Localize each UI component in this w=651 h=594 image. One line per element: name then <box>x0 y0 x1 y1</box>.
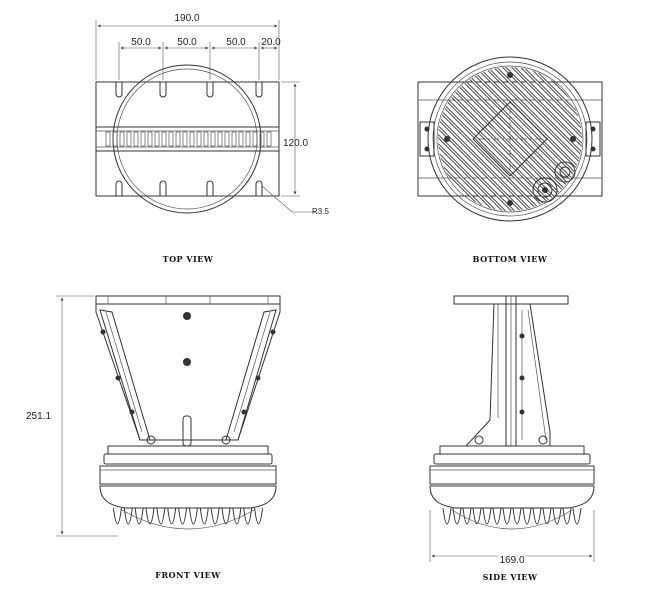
top-view: 190.0 50.0 50.0 50.0 20.0 120.0 R3.5 TOP… <box>95 13 329 264</box>
bottom-view-caption: BOTTOM VIEW <box>473 254 548 264</box>
side-view-caption: SIDE VIEW <box>483 572 538 582</box>
side-diameter-dim: 169.0 <box>499 555 524 566</box>
top-view-caption: TOP VIEW <box>163 254 214 264</box>
top-width-dim: 190.0 <box>174 13 199 24</box>
front-view-caption: FRONT VIEW <box>155 570 221 580</box>
front-height-dim: 251.1 <box>26 411 51 422</box>
bottom-view: BOTTOM VIEW <box>417 56 603 264</box>
top-spacing-dim-4: 20.0 <box>261 37 281 48</box>
top-spacing-dim-1: 50.0 <box>131 37 151 48</box>
top-radius-dim: R3.5 <box>312 207 329 216</box>
top-height-dim: 120.0 <box>283 138 308 149</box>
front-view: 251.1 FRONT VIEW <box>26 295 281 580</box>
top-spacing-dim-2: 50.0 <box>177 37 197 48</box>
top-spacing-dim-3: 50.0 <box>226 37 246 48</box>
side-view: 169.0 SIDE VIEW <box>429 295 595 582</box>
